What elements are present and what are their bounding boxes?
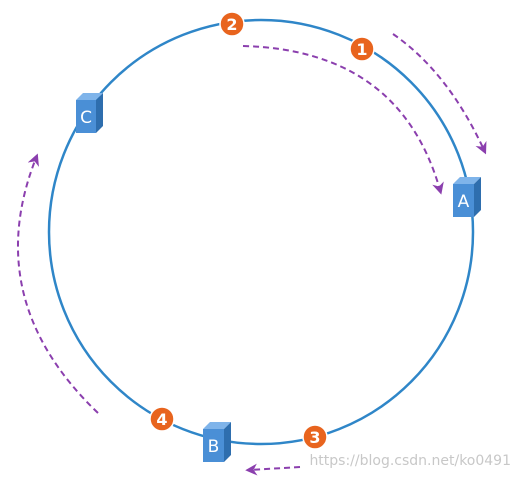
- key-badge-4: 4: [149, 406, 175, 432]
- node-C-label: C: [80, 108, 92, 128]
- arrow-key2-to-A: [242, 45, 444, 195]
- watermark-text: https://blog.csdn.net/ko0491: [309, 453, 511, 469]
- key-badge-3-label: 3: [309, 428, 320, 447]
- key-badge-1-label: 1: [356, 40, 367, 59]
- arrow-outer-left: [17, 153, 99, 414]
- node-B: B: [203, 422, 231, 462]
- node-A: A: [453, 177, 481, 217]
- key-badge-2: 2: [219, 11, 245, 37]
- hash-ring: [47, 18, 475, 446]
- key-badge-4-label: 4: [156, 410, 167, 429]
- node-A-label: A: [458, 192, 470, 212]
- key-badge-3: 3: [302, 424, 328, 450]
- arrow-key3-to-B: [245, 463, 301, 476]
- node-C: C: [76, 93, 103, 133]
- arrow-outer-top-right: [392, 33, 487, 155]
- node-B-label: B: [208, 437, 220, 457]
- key-badge-2-label: 2: [226, 15, 237, 34]
- key-badge-1: 1: [349, 36, 375, 62]
